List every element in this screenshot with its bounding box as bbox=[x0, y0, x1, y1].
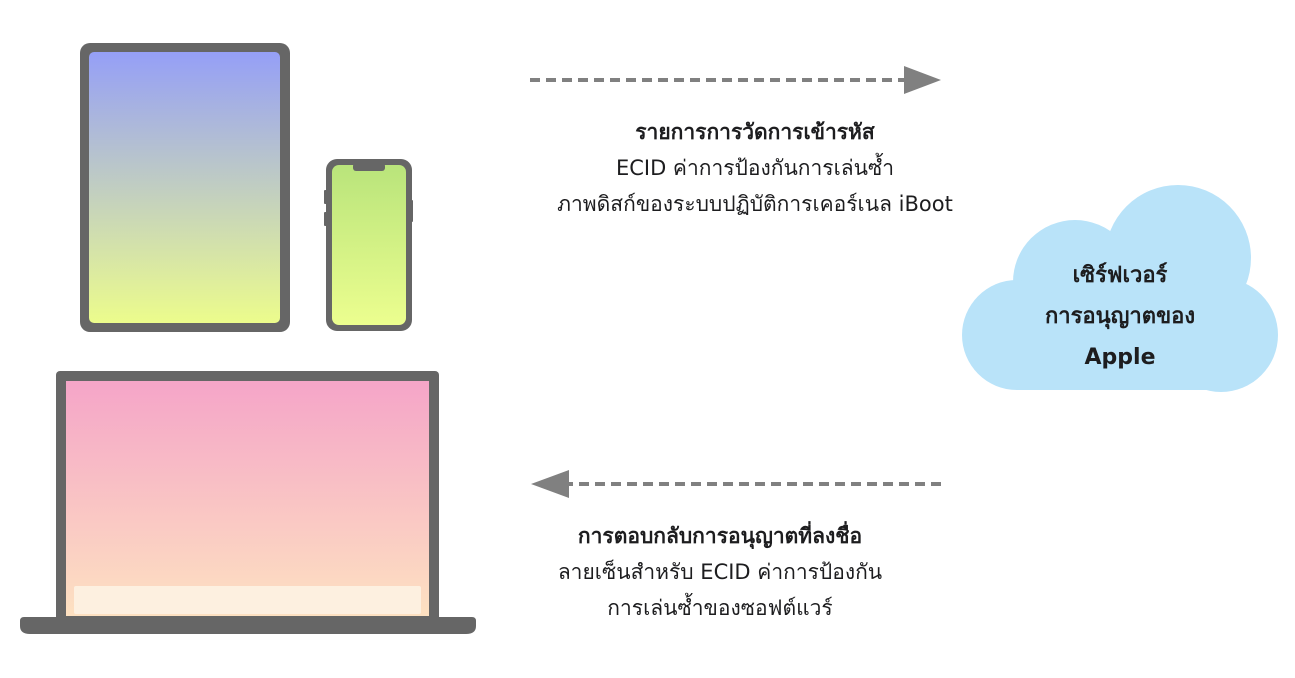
request-line-1: ECID ค่าการป้องกันการเล่นซ้ำ bbox=[615, 156, 895, 180]
server-label-line-3: Apple bbox=[1084, 345, 1156, 370]
request-title: รายการการวัดการเข้ารหัส bbox=[635, 120, 875, 144]
ipad-screen bbox=[89, 52, 280, 323]
server-label: เซิร์ฟเวอร์ การอนุญาตของ Apple bbox=[990, 255, 1250, 378]
macbook-dock bbox=[74, 586, 421, 614]
iphone-notch bbox=[353, 163, 385, 171]
server-label-line-2: การอนุญาตของ bbox=[1044, 304, 1196, 329]
macbook-screen bbox=[66, 381, 429, 616]
response-caption: การตอบกลับการอนุญาตที่ลงชื่อ ลายเซ็นสำหร… bbox=[440, 518, 1000, 626]
response-arrow bbox=[531, 470, 941, 498]
request-caption: รายการการวัดการเข้ารหัส ECID ค่าการป้องก… bbox=[470, 114, 1040, 222]
response-line-1: ลายเซ็นสำหรับ ECID ค่าการป้องกัน bbox=[557, 560, 883, 584]
response-line-2: การเล่นซ้ำของซอฟต์แวร์ bbox=[607, 596, 833, 620]
iphone-icon bbox=[324, 159, 413, 331]
server-label-line-1: เซิร์ฟเวอร์ bbox=[1072, 263, 1168, 288]
iphone-screen bbox=[332, 165, 406, 325]
server-cloud-icon bbox=[962, 185, 1278, 392]
request-arrow bbox=[530, 66, 941, 94]
macbook-base bbox=[20, 617, 476, 634]
request-line-2: ภาพดิสก์ของระบบปฏิบัติการเคอร์เนล iBoot bbox=[557, 192, 953, 216]
macbook-icon bbox=[20, 371, 476, 634]
response-title: การตอบกลับการอนุญาตที่ลงชื่อ bbox=[577, 524, 863, 548]
ipad-icon bbox=[80, 43, 290, 332]
